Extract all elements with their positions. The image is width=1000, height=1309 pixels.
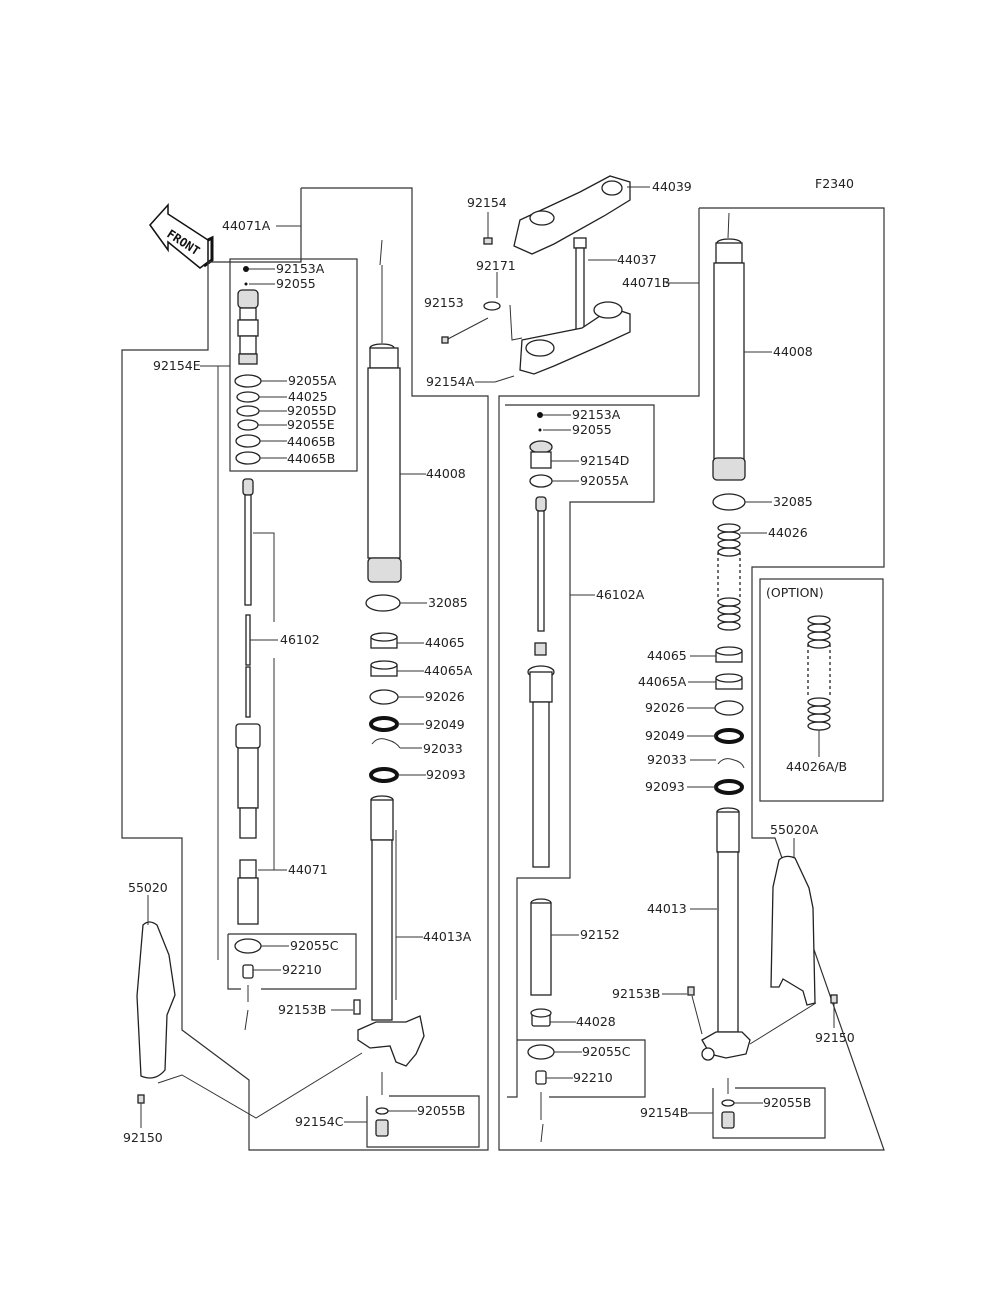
label-44065b-2: 44065B: [287, 451, 335, 466]
label-92055b-left: 92055B: [417, 1103, 465, 1118]
label-46102a: 46102A: [596, 587, 645, 602]
label-92150-right: 92150: [815, 1030, 855, 1045]
label-55020: 55020: [128, 880, 168, 895]
label-44065b-1: 44065B: [287, 434, 335, 449]
label-92210-right: 92210: [573, 1070, 613, 1085]
front-direction-arrow-icon: FRONT: [149, 203, 214, 269]
label-92026-right: 92026: [645, 700, 685, 715]
label-44013: 44013: [647, 901, 687, 916]
label-92026-left: 92026: [425, 689, 465, 704]
label-32085-right: 32085: [773, 494, 813, 509]
right-fork-outline: [498, 207, 885, 1151]
label-44071b: 44071B: [622, 275, 670, 290]
label-92154d: 92154D: [580, 453, 629, 468]
label-44028: 44028: [576, 1014, 616, 1029]
right-fork-assembly: 44008 32085 44026 (OPTION) 44026A/B: [498, 207, 885, 1151]
option-spring-icon: [807, 615, 831, 731]
label-92033-left: 92033: [423, 741, 463, 756]
label-44025: 44025: [288, 389, 328, 404]
label-92153: 92153: [424, 295, 464, 310]
left-fork-assembly: 44071A 92154E 92153A 92055 92055A 44025 …: [121, 187, 489, 1151]
label-44013a: 44013A: [423, 929, 472, 944]
option-box: [759, 578, 884, 802]
label-92055a: 92055A: [288, 373, 337, 388]
label-92153a: 92153A: [276, 261, 325, 276]
spring-icon: [717, 523, 741, 631]
label-92055c: 92055C: [290, 938, 339, 953]
option-label: (OPTION): [766, 585, 824, 600]
label-44008-left: 44008: [426, 466, 466, 481]
left-cartridge-box: [229, 258, 358, 472]
label-92153b-right: 92153B: [612, 986, 660, 1001]
label-44071a: 44071A: [222, 218, 271, 233]
label-92055c-right: 92055C: [582, 1044, 631, 1059]
label-92154c: 92154C: [295, 1114, 344, 1129]
label-44026ab: 44026A/B: [786, 759, 847, 774]
label-92055: 92055: [276, 276, 316, 291]
label-92154b: 92154B: [640, 1105, 688, 1120]
label-92055a-right: 92055A: [580, 473, 629, 488]
label-92055e: 92055E: [287, 417, 335, 432]
label-32085-left: 32085: [428, 595, 468, 610]
label-44039: 44039: [652, 179, 692, 194]
label-44065-left: 44065: [425, 635, 465, 650]
label-44008-right: 44008: [773, 344, 813, 359]
label-92210: 92210: [282, 962, 322, 977]
label-92049-right: 92049: [645, 728, 685, 743]
label-92150-left: 92150: [123, 1130, 163, 1145]
label-92055-right: 92055: [572, 422, 612, 437]
label-92152: 92152: [580, 927, 620, 942]
label-92153a-right: 92153A: [572, 407, 621, 422]
label-92055d: 92055D: [287, 403, 336, 418]
label-44037: 44037: [617, 252, 657, 267]
steering-stem-assembly: 44039 92154 44037 44071B 92171 92153 921…: [424, 175, 699, 389]
label-92171: 92171: [476, 258, 516, 273]
label-44026: 44026: [768, 525, 808, 540]
label-92055b-right: 92055B: [763, 1095, 811, 1110]
label-92154e: 92154E: [153, 358, 201, 373]
label-44071: 44071: [288, 862, 328, 877]
label-92093-right: 92093: [645, 779, 685, 794]
label-92093-left: 92093: [426, 767, 466, 782]
label-92154a: 92154A: [426, 374, 475, 389]
label-92049-left: 92049: [425, 717, 465, 732]
label-46102: 46102: [280, 632, 320, 647]
label-92033-right: 92033: [647, 752, 687, 767]
label-44065a-right: 44065A: [638, 674, 687, 689]
label-44065-right: 44065: [647, 648, 687, 663]
figure-code: F2340: [815, 176, 854, 191]
label-92153b-left: 92153B: [278, 1002, 326, 1017]
label-55020a: 55020A: [770, 822, 819, 837]
label-92154: 92154: [467, 195, 507, 210]
label-44065a-left: 44065A: [424, 663, 473, 678]
